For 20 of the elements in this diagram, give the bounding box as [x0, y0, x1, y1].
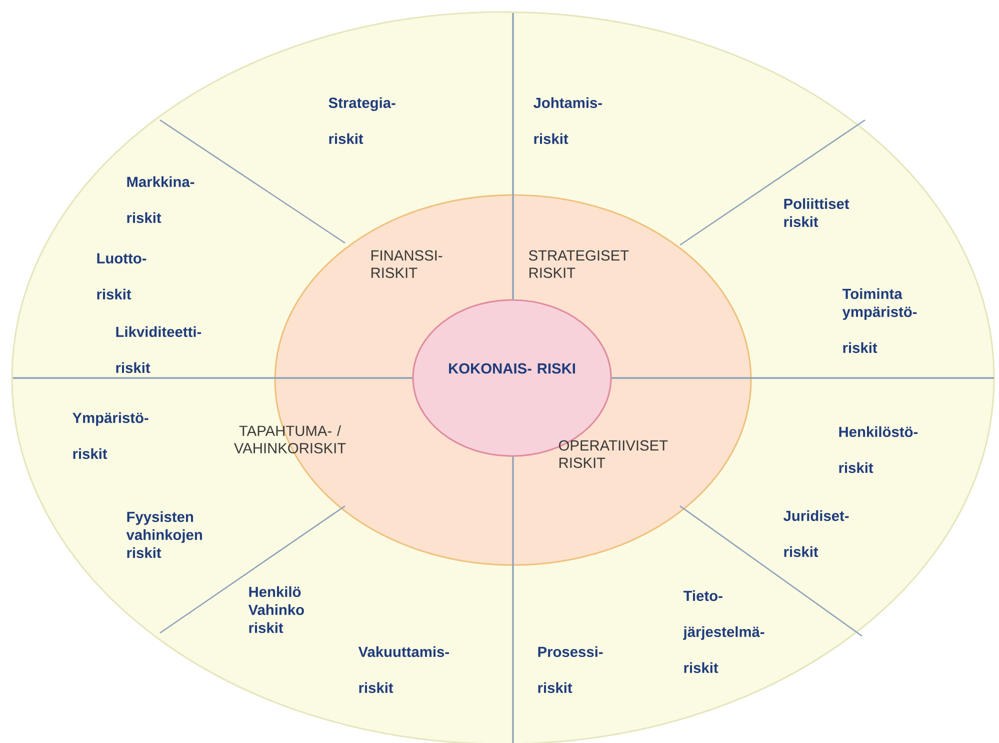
risk-label: Vakuuttamis- riskit — [358, 646, 449, 694]
risk-label: Johtamis- riskit — [534, 97, 602, 144]
risk-label: Tieto- järjestelmä- riskit — [683, 590, 764, 674]
risk-label: Henkilöstö- riskit — [839, 426, 918, 474]
risk-label: Luotto- riskit — [97, 253, 146, 300]
risk-label: Fyysisten vahinkojen riskit — [126, 511, 202, 558]
segment-heading: STRATEGISET RISKIT — [528, 250, 629, 278]
risk-label: Likviditeetti- riskit — [116, 326, 202, 374]
risk-label: Toiminta ympäristö- riskit — [842, 288, 917, 354]
risk-label: Poliittiset riskit — [784, 198, 850, 228]
segment-heading: FINANSSI- RISKIT — [371, 250, 442, 278]
risk-label: Strategia- riskit — [328, 97, 396, 144]
segment-heading: OPERATIIVISET RISKIT — [558, 440, 668, 468]
segment-heading: TAPAHTUMA- / VAHINKORISKIT — [234, 425, 346, 454]
center-label: KOKONAIS- RISKI — [449, 363, 575, 374]
risk-label: Ympäristö- riskit — [72, 412, 148, 460]
risk-label: Henkilö Vahinko riskit — [248, 586, 304, 634]
risk-label: Juridiset- riskit — [784, 510, 849, 558]
risk-label: Prosessi- riskit — [538, 646, 603, 694]
risk-label: Markkina- riskit — [127, 176, 194, 224]
